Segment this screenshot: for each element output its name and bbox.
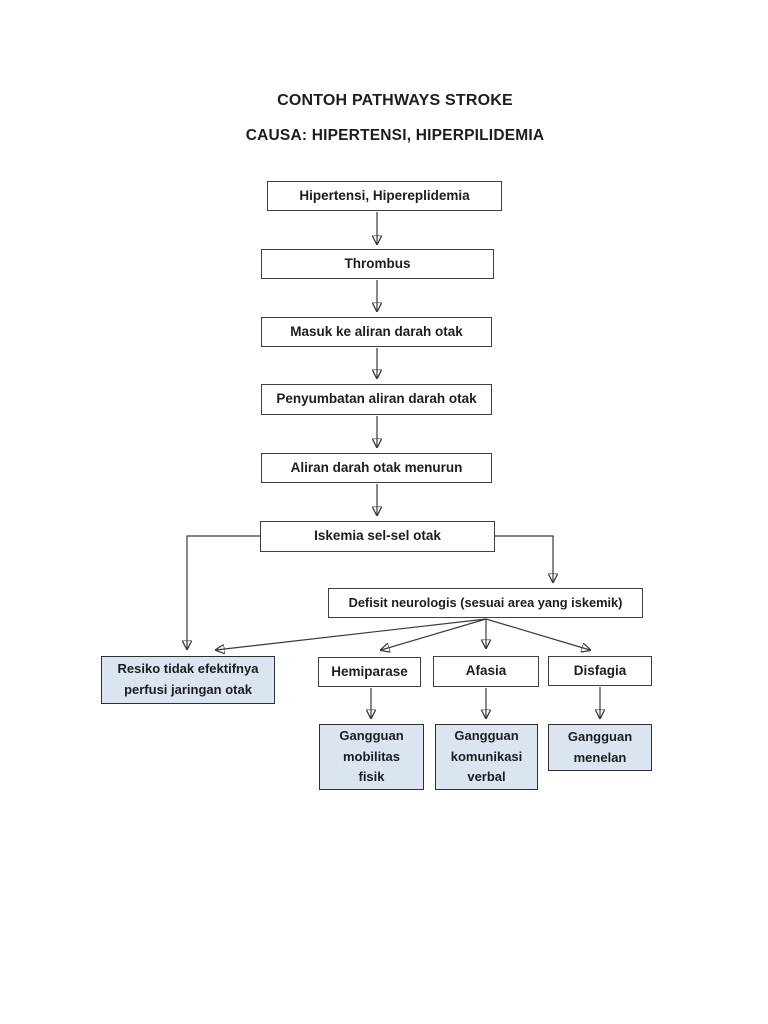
arrow-defisit-disfagia: [485, 618, 590, 650]
node-aliran-menurun: Aliran darah otak menurun: [261, 453, 492, 483]
node-hemiparase: Hemiparase: [318, 657, 421, 687]
node-line: perfusi jaringan otak: [124, 682, 252, 697]
node-line: mobilitas: [342, 748, 401, 764]
arrow-iskemia-resiko: [187, 535, 260, 649]
page-subtitle: CAUSA: HIPERTENSI, HIPERPILIDEMIA: [245, 127, 545, 144]
arrow-defisit-hemiparase: [381, 618, 487, 650]
node-gangguan-menelan: Gangguan menelan: [548, 724, 652, 771]
node-afasia: Afasia: [433, 656, 539, 687]
node-gangguan-komunikasi: Gangguan komunikasi verbal: [435, 724, 538, 790]
node-hipertensi: Hipertensi, Hipereplidemia: [267, 181, 502, 211]
node-iskemia: Iskemia sel-sel otak: [260, 521, 495, 552]
arrow-defisit-resiko: [216, 618, 487, 650]
arrow-iskemia-defisit: [495, 535, 553, 582]
node-thrombus: Thrombus: [261, 249, 494, 279]
node-line: Resiko tidak efektifnya: [117, 661, 259, 677]
node-disfagia: Disfagia: [548, 656, 652, 686]
node-line: fisik: [358, 769, 385, 785]
node-line: Gangguan: [339, 728, 404, 744]
page-title: CONTOH PATHWAYS STROKE: [277, 92, 513, 109]
node-resiko-perfusi: Resiko tidak efektifnya perfusi jaringan…: [101, 656, 275, 704]
node-line: menelan: [573, 749, 627, 765]
node-line: komunikasi: [450, 748, 523, 764]
node-masuk-aliran: Masuk ke aliran darah otak: [261, 317, 492, 347]
node-line: Gangguan: [454, 728, 519, 744]
node-line: verbal: [467, 769, 506, 785]
node-gangguan-mobilitas: Gangguan mobilitas fisik: [319, 724, 424, 790]
node-penyumbatan: Penyumbatan aliran darah otak: [261, 384, 492, 415]
node-line: Gangguan: [567, 728, 633, 744]
node-defisit-neurologis: Defisit neurologis (sesuai area yang isk…: [328, 588, 643, 618]
